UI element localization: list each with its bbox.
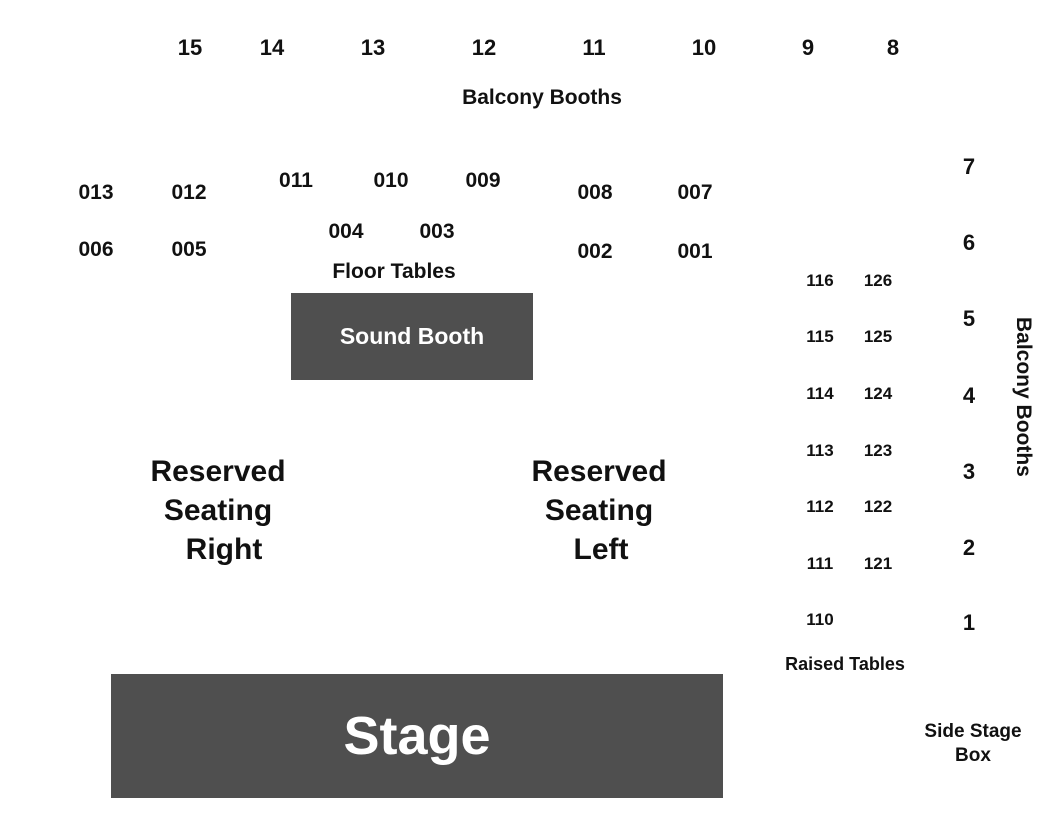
- floor-tables-label: Floor Tables: [332, 260, 456, 283]
- stage: Stage: [111, 674, 723, 798]
- stage-label: Stage: [343, 706, 491, 766]
- reserved-left-line-2: Seating: [544, 494, 654, 527]
- balcony-booths-top-label: Balcony Booths: [462, 86, 622, 109]
- side-stage-box-line-2: Box: [955, 745, 991, 766]
- raised-table-116[interactable]: 116: [806, 271, 834, 290]
- balcony-booth-8[interactable]: 8: [886, 35, 900, 60]
- floor-table-008[interactable]: 008: [577, 181, 613, 204]
- floor-table-006[interactable]: 006: [78, 238, 114, 261]
- sound-booth: Sound Booth: [291, 293, 533, 380]
- raised-table-113[interactable]: 113: [806, 441, 834, 460]
- reserved-seating-left[interactable]: Reserved Seating Left: [531, 452, 666, 569]
- balcony-booth-15[interactable]: 15: [177, 35, 203, 60]
- raised-table-125[interactable]: 125: [863, 327, 893, 346]
- floor-table-004[interactable]: 004: [328, 220, 364, 243]
- balcony-booth-13[interactable]: 13: [360, 35, 386, 60]
- floor-table-005[interactable]: 005: [171, 238, 207, 261]
- floor-table-003[interactable]: 003: [419, 220, 455, 243]
- balcony-booth-10[interactable]: 10: [691, 35, 717, 60]
- reserved-seating-right[interactable]: Reserved Seating Right: [150, 452, 285, 569]
- balcony-booth-7[interactable]: 7: [962, 154, 976, 179]
- balcony-booth-2[interactable]: 2: [962, 535, 976, 560]
- raised-table-124[interactable]: 124: [863, 384, 893, 403]
- raised-table-111[interactable]: 111: [806, 554, 834, 573]
- floor-table-013[interactable]: 013: [78, 181, 114, 204]
- balcony-booth-5[interactable]: 5: [962, 306, 976, 331]
- side-stage-box-line-1: Side Stage: [924, 721, 1022, 742]
- reserved-right-line-3: Right: [185, 533, 263, 566]
- raised-table-121[interactable]: 121: [863, 554, 893, 573]
- side-stage-box[interactable]: Side Stage Box: [924, 720, 1021, 768]
- raised-table-123[interactable]: 123: [863, 441, 893, 460]
- balcony-booth-12[interactable]: 12: [471, 35, 497, 60]
- floor-table-011[interactable]: 011: [279, 169, 313, 192]
- floor-table-009[interactable]: 009: [465, 169, 501, 192]
- balcony-booth-11[interactable]: 11: [582, 35, 606, 60]
- reserved-left-line-1: Reserved: [531, 455, 667, 488]
- floor-table-007[interactable]: 007: [677, 181, 713, 204]
- floor-table-001[interactable]: 001: [677, 240, 713, 263]
- raised-tables-label: Raised Tables: [785, 654, 905, 674]
- raised-table-126[interactable]: 126: [863, 271, 893, 290]
- balcony-booths-side-label: Balcony Booths: [1012, 317, 1035, 477]
- reserved-right-line-2: Seating: [163, 494, 273, 527]
- floor-table-002[interactable]: 002: [577, 240, 613, 263]
- sound-booth-label: Sound Booth: [339, 323, 485, 349]
- balcony-booth-6[interactable]: 6: [962, 230, 976, 255]
- raised-table-122[interactable]: 122: [863, 497, 893, 516]
- balcony-booth-14[interactable]: 14: [259, 35, 285, 60]
- balcony-booth-9[interactable]: 9: [801, 35, 815, 60]
- balcony-booth-1[interactable]: 1: [962, 610, 976, 635]
- reserved-left-line-3: Left: [573, 533, 629, 566]
- reserved-right-line-1: Reserved: [150, 455, 286, 488]
- balcony-booth-4[interactable]: 4: [962, 383, 976, 408]
- balcony-booth-3[interactable]: 3: [962, 459, 976, 484]
- floor-table-010[interactable]: 010: [373, 169, 409, 192]
- raised-table-110[interactable]: 110: [806, 610, 834, 629]
- raised-table-114[interactable]: 114: [806, 384, 834, 403]
- raised-table-115[interactable]: 115: [806, 327, 834, 346]
- raised-table-112[interactable]: 112: [806, 497, 834, 516]
- floor-table-012[interactable]: 012: [171, 181, 207, 204]
